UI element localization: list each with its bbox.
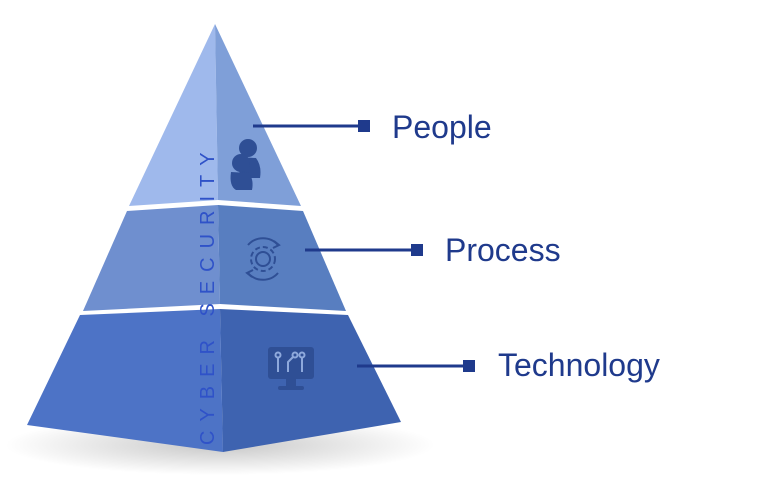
tier-process-right-face: [218, 205, 346, 311]
tier-process-left-face: [83, 205, 220, 311]
connector-technology: [357, 360, 475, 372]
computer-circuit-icon: [268, 347, 314, 390]
pyramid-tier-technology: [27, 309, 401, 452]
tier-people-right-face: [215, 24, 301, 206]
tier-people-left-face: [129, 24, 218, 206]
connector-process: [305, 244, 423, 256]
connector-people: [253, 120, 370, 132]
label-people: People: [392, 109, 492, 145]
gear-cycle-icon: [245, 237, 281, 281]
people-heads-icon: [230, 139, 261, 190]
label-process: Process: [445, 232, 561, 268]
tier-technology-right-face: [220, 309, 401, 452]
pyramid-tier-process: [83, 205, 346, 311]
vertical-label-cyber-security: CYBER SECURITY: [197, 143, 219, 445]
tier-technology-left-face: [27, 309, 223, 452]
label-technology: Technology: [498, 347, 660, 383]
